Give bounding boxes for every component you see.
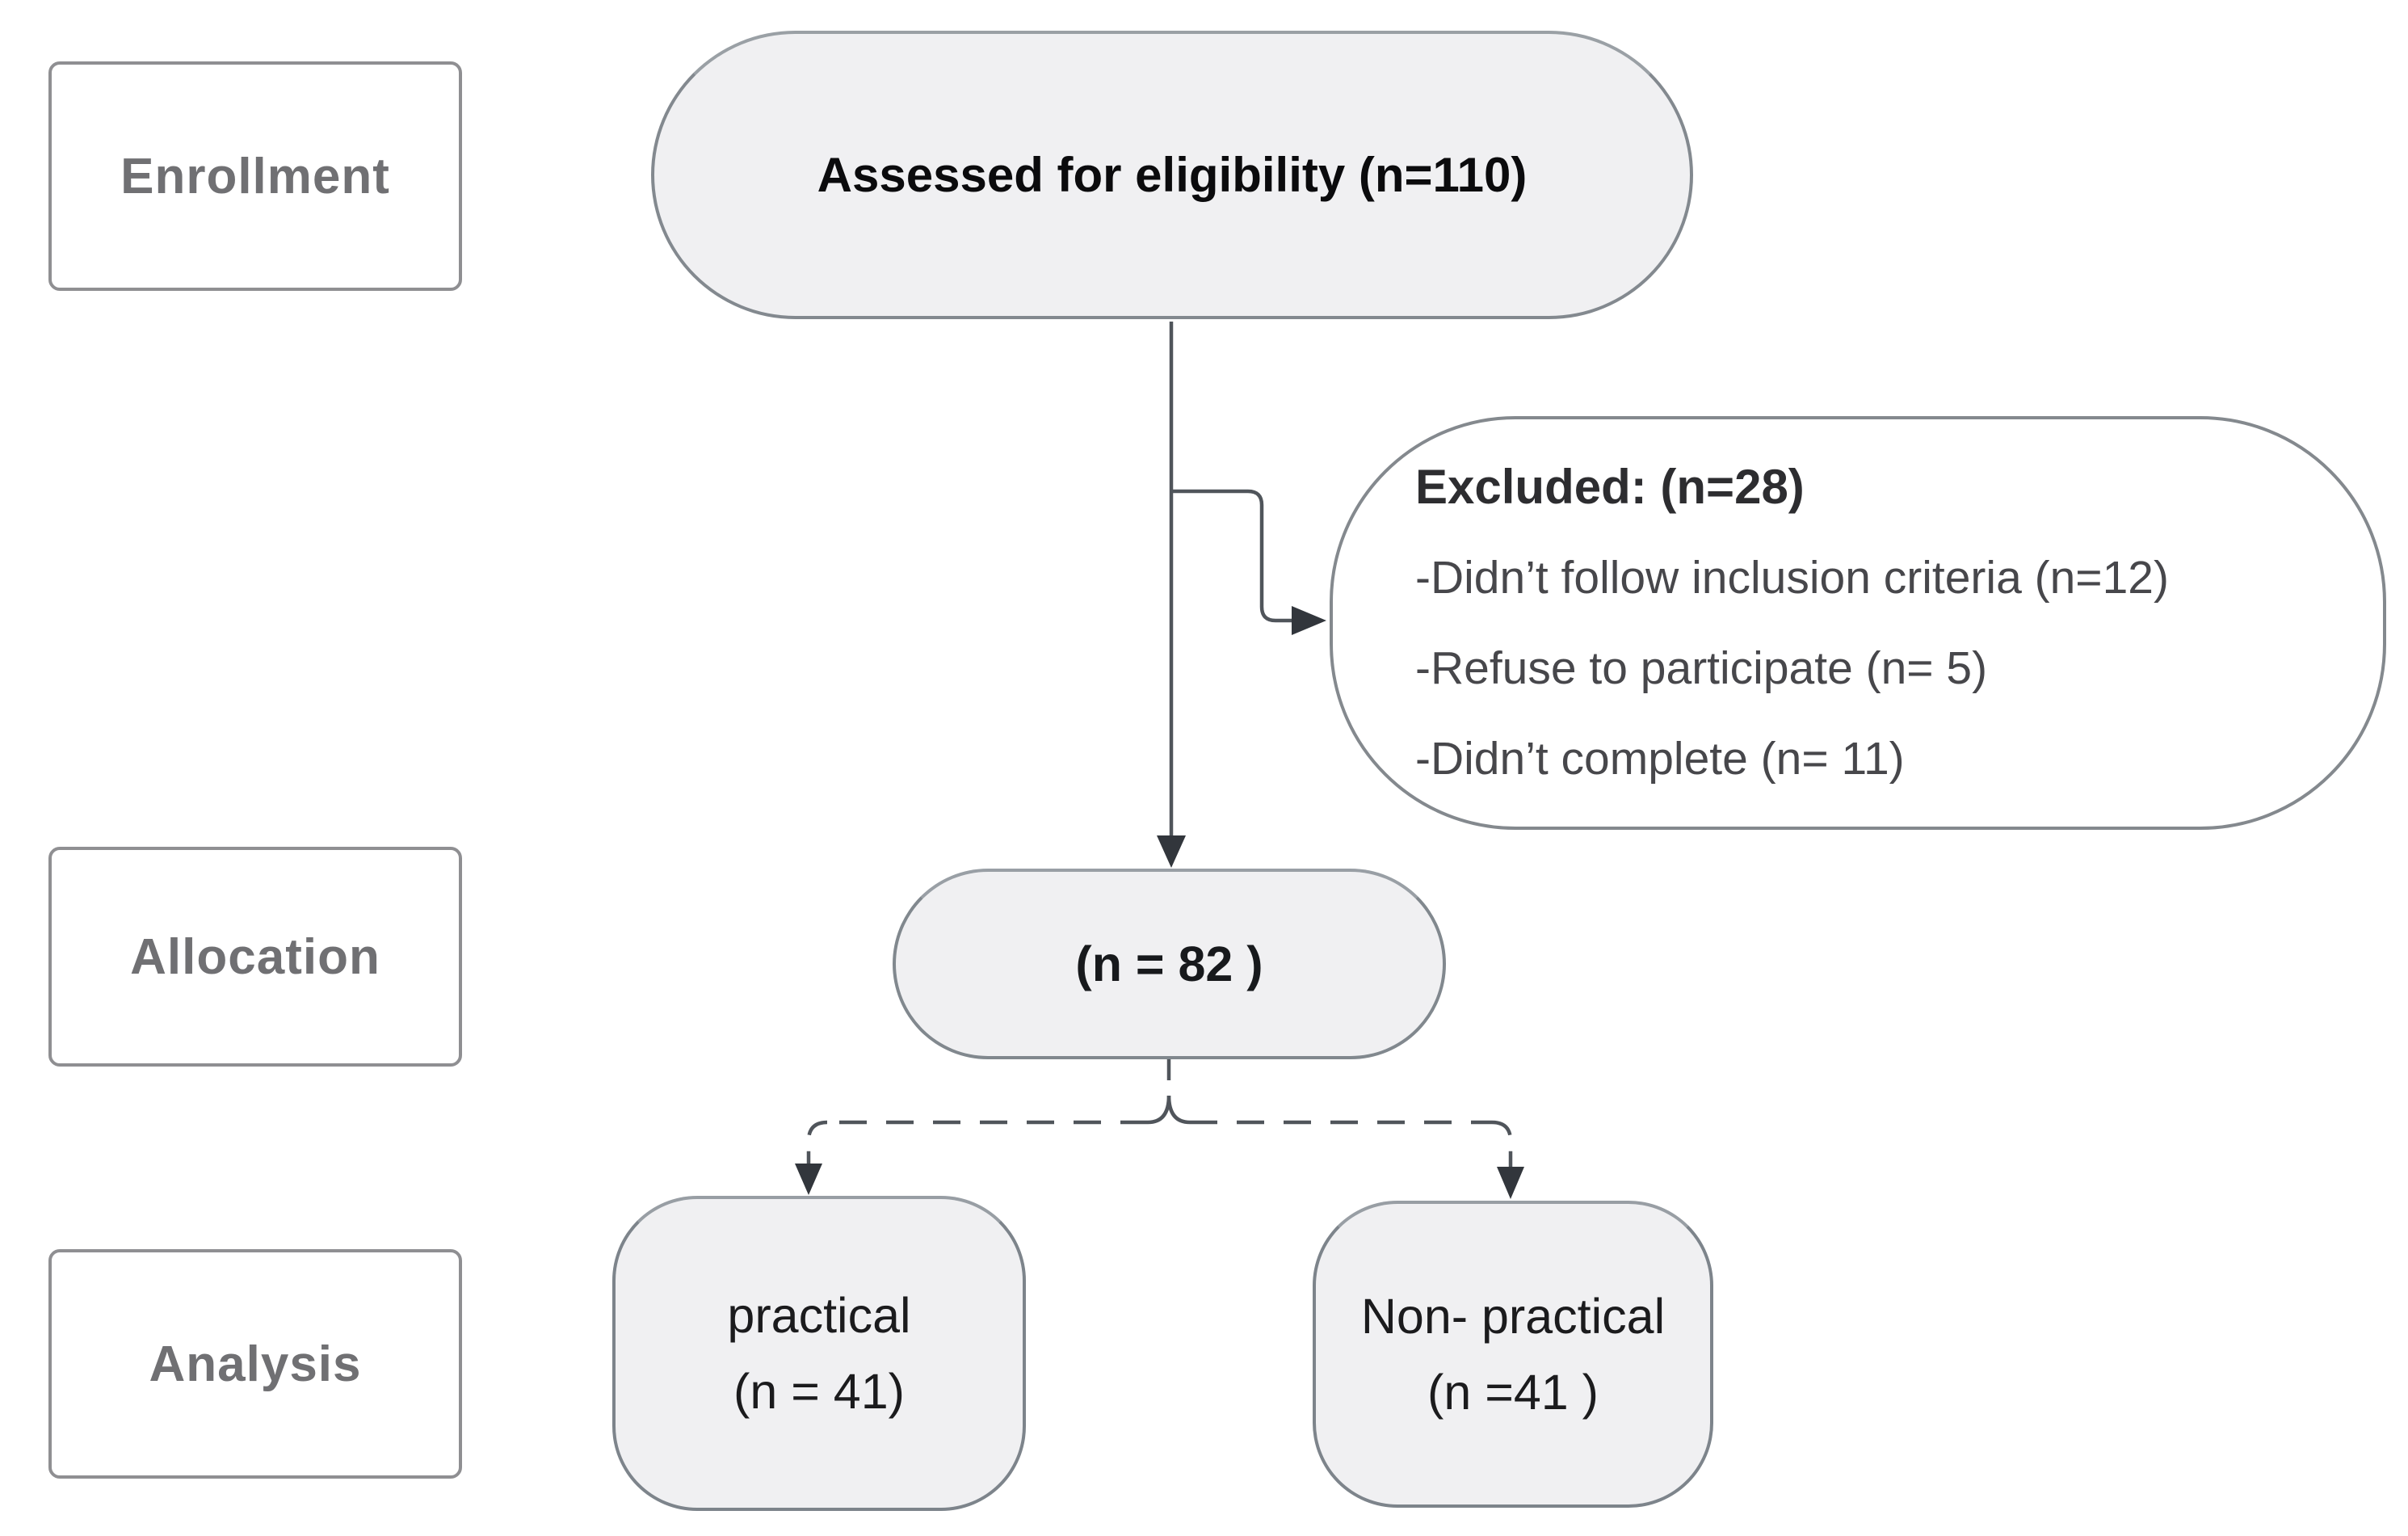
arrowhead-into-non-practical — [1497, 1167, 1524, 1199]
node-practical-arm: practical (n = 41) — [612, 1196, 1026, 1511]
fork-right-horn — [1166, 1095, 1191, 1125]
practical-arm-count: (n = 41) — [733, 1364, 905, 1419]
excluded-item-1: -Didn’t follow inclusion criteria (n=12) — [1415, 552, 2169, 604]
stage-box-analysis: Analysis — [48, 1249, 462, 1479]
practical-arm-name: practical — [727, 1288, 911, 1343]
arrowhead-into-excluded — [1292, 606, 1326, 635]
excluded-item-2: -Refuse to participate (n= 5) — [1415, 642, 1988, 694]
arrowhead-into-allocated — [1157, 835, 1186, 868]
arrowhead-into-practical — [795, 1164, 822, 1195]
non-practical-arm-name: Non- practical — [1360, 1289, 1666, 1344]
stage-label-analysis: Analysis — [149, 1336, 362, 1392]
stage-label-enrollment: Enrollment — [120, 148, 390, 204]
excluded-title: Excluded: (n=28) — [1415, 460, 1805, 514]
stage-box-enrollment: Enrollment — [48, 61, 462, 291]
line-branch-to-excluded — [1171, 489, 1293, 623]
dashed-drop-right — [1491, 1120, 1513, 1168]
fork-left-horn — [1147, 1095, 1171, 1125]
node-excluded: Excluded: (n=28) -Didn’t follow inclusio… — [1330, 416, 2386, 830]
non-practical-arm-count: (n =41 ) — [1427, 1365, 1599, 1420]
stage-box-allocation: Allocation — [48, 847, 462, 1067]
node-non-practical-arm: Non- practical (n =41 ) — [1313, 1201, 1713, 1508]
allocated-text: (n = 82 ) — [1075, 936, 1263, 991]
assessed-text: Assessed for eligibility (n=110) — [817, 148, 1528, 202]
node-assessed-for-eligibility: Assessed for eligibility (n=110) — [651, 31, 1693, 319]
stage-label-allocation: Allocation — [130, 928, 380, 985]
node-allocated: (n = 82 ) — [893, 869, 1446, 1059]
dashed-drop-left — [806, 1120, 828, 1165]
excluded-item-3: -Didn’t complete (n= 11) — [1415, 733, 1905, 785]
